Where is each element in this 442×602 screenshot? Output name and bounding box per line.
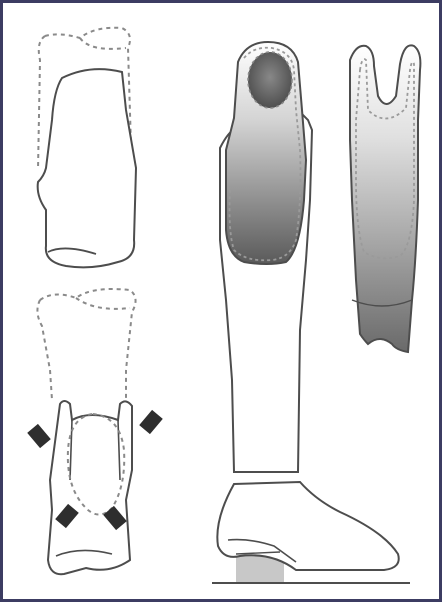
knee-pad (248, 52, 292, 108)
socket-outline (48, 401, 132, 574)
